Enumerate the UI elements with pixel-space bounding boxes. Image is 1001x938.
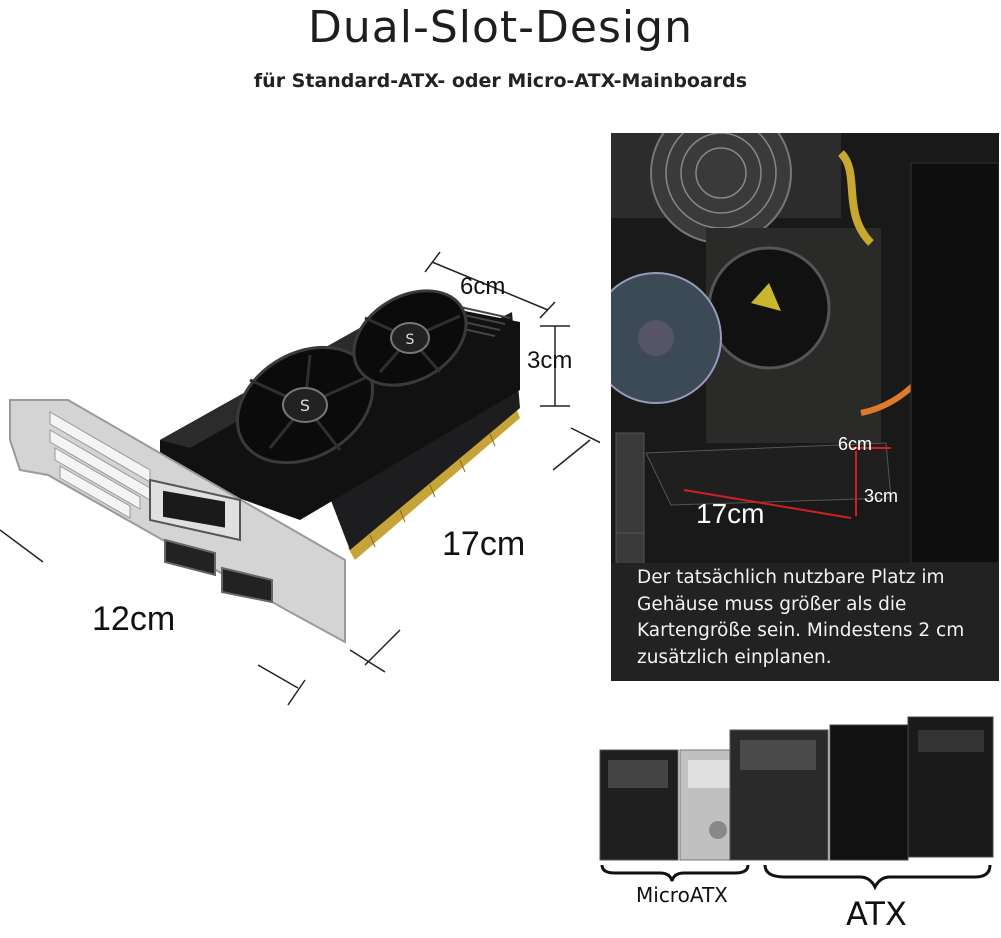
card-length-label: 17cm [442, 525, 526, 563]
svg-text:S: S [300, 396, 310, 415]
svg-text:S: S [406, 332, 415, 348]
graphics-card-illustration: S S [0, 251, 600, 706]
case-interior-drawing [611, 133, 999, 681]
photo-caption: Der tatsächlich nutzbare Platz im Gehäus… [637, 567, 965, 668]
card-width-label: 6cm [460, 273, 506, 300]
page-title: Dual-Slot-Design [308, 2, 693, 53]
micro-atx-label: MicroATX [636, 883, 728, 907]
photo-length-label: 17cm [696, 498, 765, 529]
case-comparison-illustration [599, 716, 994, 891]
page-subtitle: für Standard-ATX- oder Micro-ATX-Mainboa… [253, 70, 748, 92]
photo-width-label: 6cm [838, 434, 873, 454]
case-interior-photo [611, 133, 999, 681]
atx-label: ATX [846, 895, 907, 933]
card-height-label: 3cm [527, 347, 573, 374]
card-bracket-label: 12cm [92, 600, 176, 638]
photo-height-label: 3cm [864, 486, 899, 506]
